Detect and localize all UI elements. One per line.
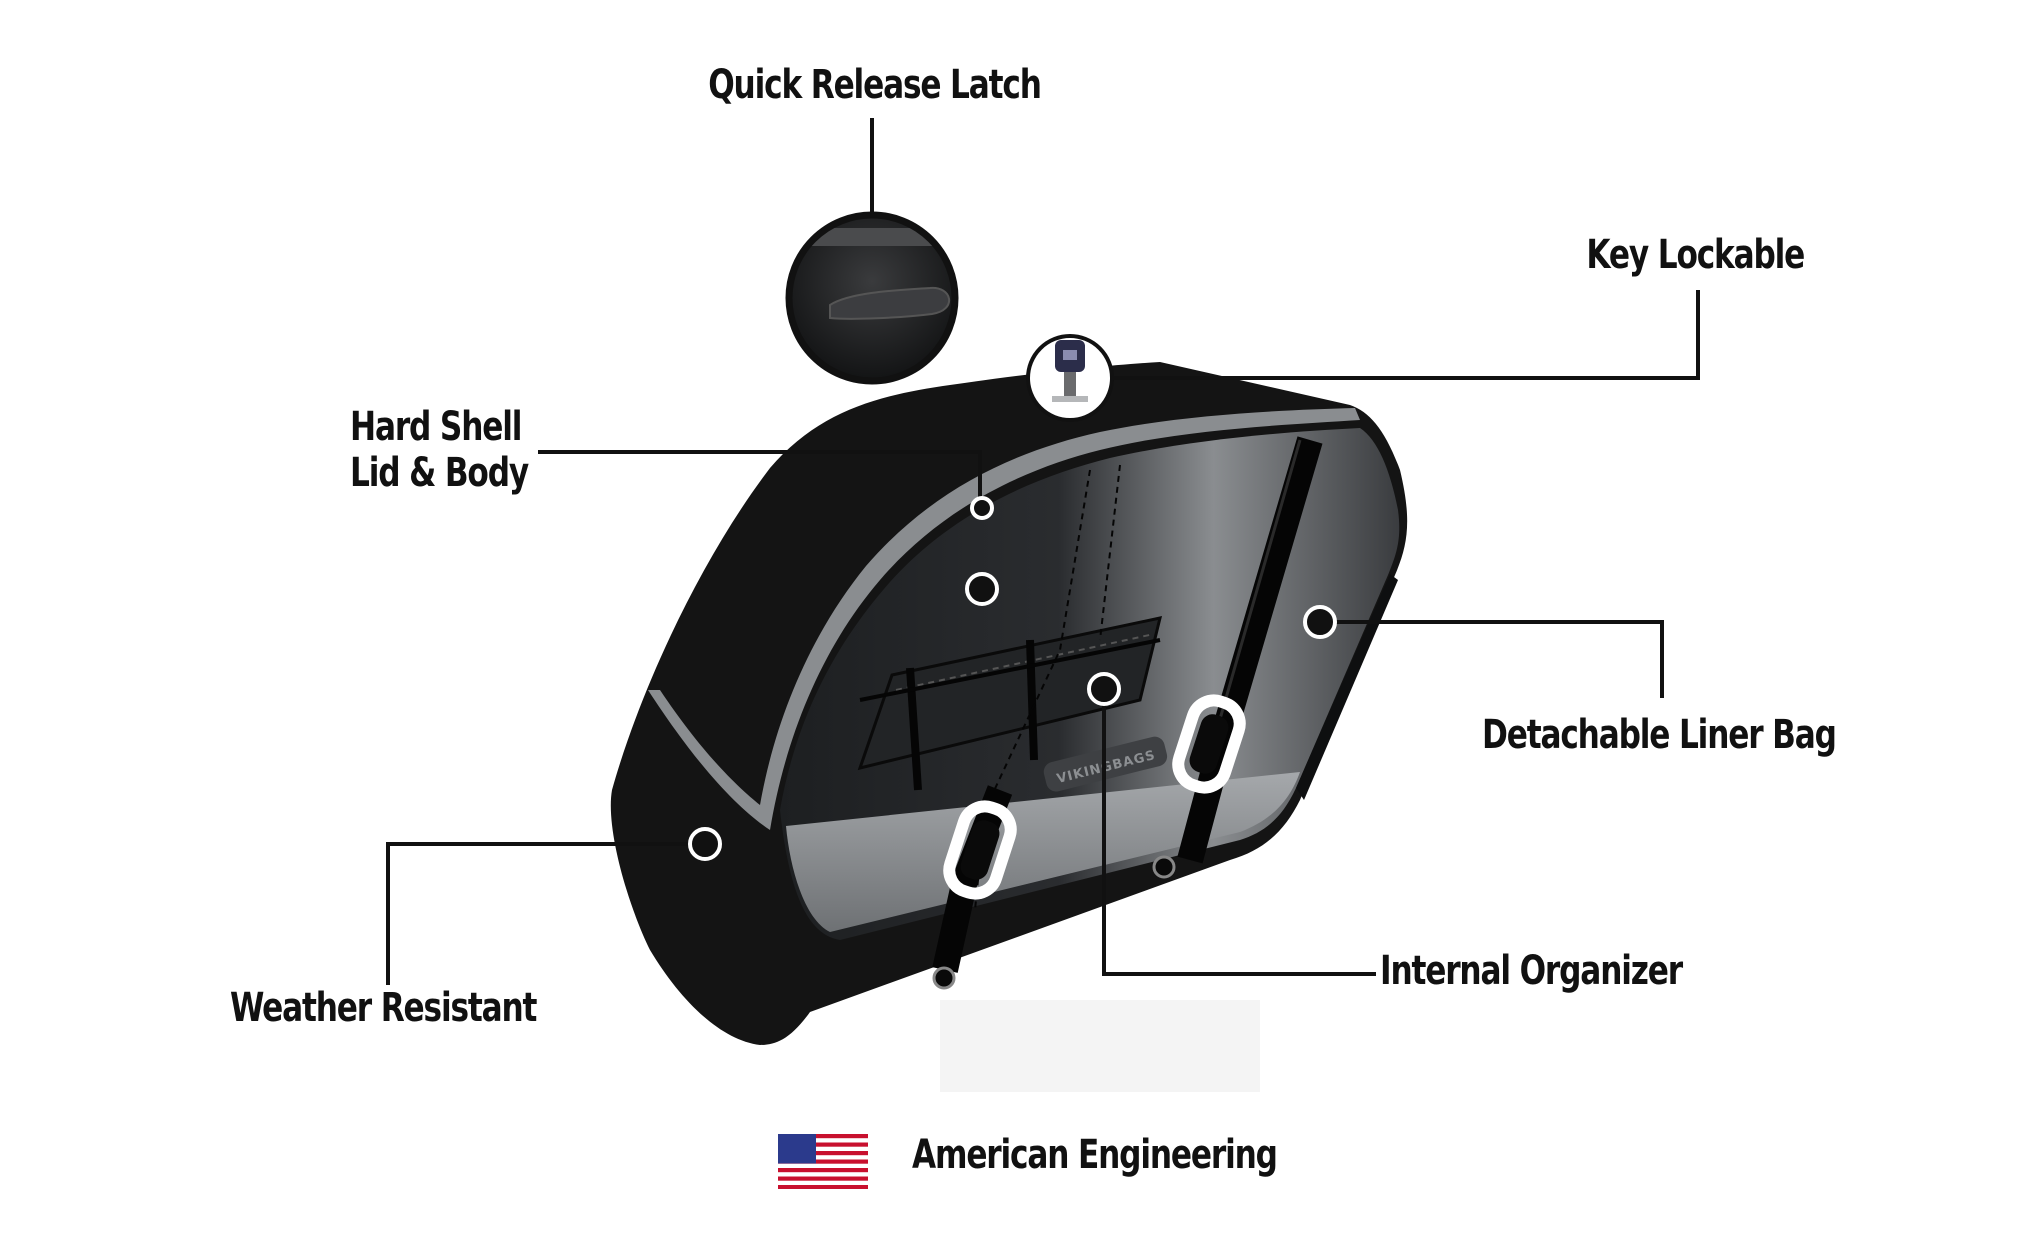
latch-magnifier	[785, 211, 959, 385]
leader-organizer	[1102, 694, 1376, 976]
dot-liner-bag	[1303, 605, 1337, 639]
label-american-engineering: American Engineering	[912, 1132, 1278, 1178]
leader-hard-shell	[538, 450, 982, 503]
dot-organizer	[1087, 672, 1121, 706]
buckle-left	[943, 800, 1017, 900]
us-flag-icon	[778, 1134, 868, 1189]
bag-shadow	[940, 1000, 1260, 1092]
seam-2	[1099, 464, 1121, 641]
label-hard-shell-line2: Lid & Body	[350, 450, 529, 496]
label-detachable-liner-bag: Detachable Liner Bag	[1482, 712, 1837, 758]
strap-right-line	[1212, 439, 1302, 741]
dot-hard-shell-body	[965, 572, 999, 606]
callout-dots	[688, 496, 1337, 861]
leader-weather	[386, 842, 690, 985]
buckle-right	[1172, 694, 1246, 794]
label-key-lockable: Key Lockable	[1586, 232, 1805, 278]
dot-hard-shell-lid	[970, 496, 994, 520]
label-internal-organizer: Internal Organizer	[1380, 948, 1683, 994]
leader-lines	[386, 118, 1700, 985]
liner-edge	[1296, 574, 1398, 800]
strap-rivet-right	[1152, 855, 1176, 879]
leader-key-lockable	[1112, 290, 1700, 380]
key-lock-magnifier	[1026, 334, 1114, 422]
leader-liner-bag	[1334, 620, 1664, 698]
label-hard-shell: Hard Shell Lid & Body	[350, 404, 529, 496]
label-quick-release-latch: Quick Release Latch	[708, 62, 1042, 108]
organizer-stitch	[895, 633, 1155, 691]
dot-weather	[688, 827, 722, 861]
label-weather-resistant: Weather Resistant	[230, 985, 537, 1031]
strap-rivet-left	[932, 966, 956, 990]
liner-floor	[786, 772, 1300, 932]
organizer-top-rail	[859, 638, 1161, 702]
label-hard-shell-line1: Hard Shell	[350, 404, 522, 450]
organizer-strap-2	[1026, 639, 1038, 761]
strap-left	[932, 785, 1013, 973]
